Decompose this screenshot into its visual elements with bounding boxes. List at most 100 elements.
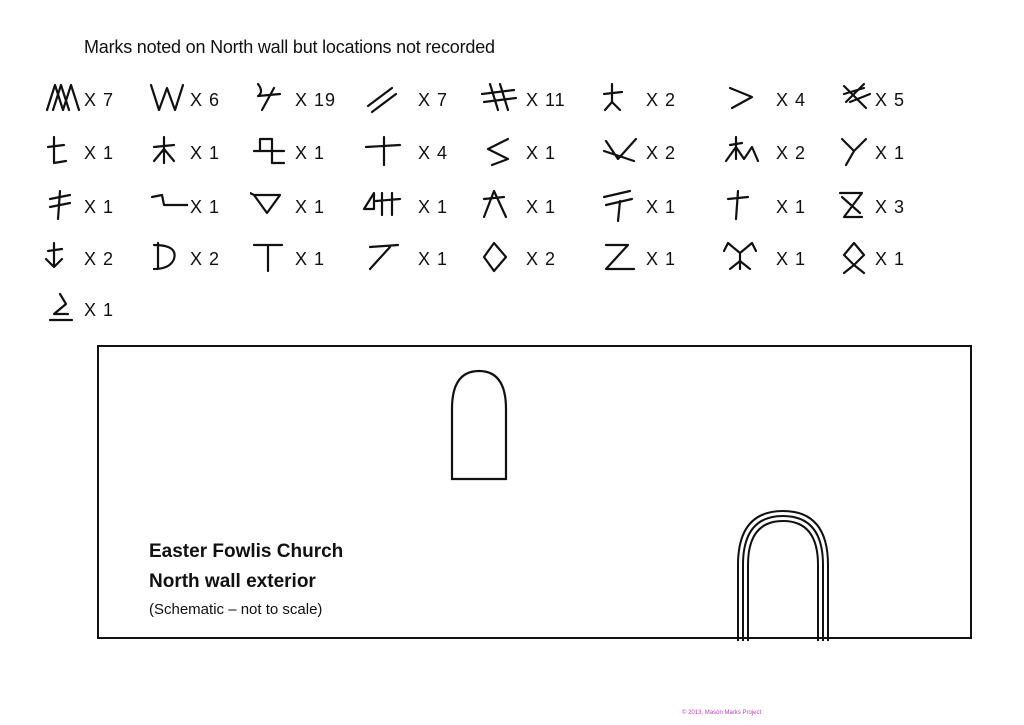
mark-count: X 2 (190, 249, 221, 269)
hash-mark-icon (480, 82, 518, 112)
mark-count: X 1 (875, 143, 906, 163)
mark-entry: X 4 (722, 80, 842, 120)
crossed-v-mark-icon (602, 137, 638, 163)
mark-count: X 1 (875, 249, 906, 269)
mark-count: X 1 (295, 249, 326, 269)
mark-entry: X 1 (44, 133, 164, 173)
mark-count: X 1 (418, 249, 449, 269)
mark-count: X 1 (526, 143, 557, 163)
mark-count: X 5 (875, 90, 906, 110)
mark-entry: X 3 (836, 187, 956, 227)
mark-entry: X 5 (836, 80, 956, 120)
mark-count: X 7 (84, 90, 115, 110)
north-wall-schematic: Easter Fowlis Church North wall exterior… (97, 345, 972, 641)
mark-entry: X 11 (478, 80, 598, 120)
mark-entry: X 2 (600, 80, 720, 120)
mark-count: X 1 (646, 249, 677, 269)
mark-entry: X 7 (44, 80, 164, 120)
mark-count: X 7 (418, 90, 449, 110)
mark-count: X 1 (295, 197, 326, 217)
mark-entry: X 1 (722, 239, 842, 279)
mark-entry: X 1 (600, 239, 720, 279)
mark-count: X 1 (84, 197, 115, 217)
loop-bar-mark-icon (48, 292, 74, 322)
mark-count: X 1 (646, 197, 677, 217)
s-mark-icon (486, 137, 510, 167)
mark-entry: X 19 (250, 80, 370, 120)
cross-figure-mark-icon (602, 82, 624, 112)
mark-count: X 11 (526, 90, 566, 110)
mark-count: X 3 (875, 197, 906, 217)
mark-entry: X 7 (362, 80, 482, 120)
mark-entry: X 4 (362, 133, 482, 173)
mark-count: X 1 (295, 143, 326, 163)
double-slash-mark-icon (366, 86, 398, 114)
slanted-t-mark-icon (368, 243, 400, 271)
mark-entry: X 1 (722, 187, 842, 227)
mark-entry: X 1 (478, 133, 598, 173)
mark-entry: X 1 (250, 239, 370, 279)
hourglass-mark-icon (838, 191, 864, 219)
mark-entry: X 1 (250, 187, 370, 227)
mountain-mark-icon (724, 135, 760, 163)
triangle-mark-icon (250, 191, 282, 215)
mark-count: X 1 (418, 197, 449, 217)
t-mark-icon (252, 243, 284, 273)
mark-entry: X 2 (722, 133, 842, 173)
mark-entry: X 1 (478, 187, 598, 227)
mark-count: X 1 (84, 300, 115, 320)
page-heading: Marks noted on North wall but locations … (84, 37, 495, 57)
hatched-x-mark-icon (842, 82, 872, 110)
mark-count: X 1 (776, 197, 807, 217)
mark-entry: X 1 (44, 187, 164, 227)
window-opening (450, 369, 508, 481)
hooked-slash-mark-icon (256, 82, 282, 112)
wall-label: North wall exterior (149, 571, 316, 592)
small-t-mark-icon (46, 135, 68, 165)
w-mark-icon (149, 83, 185, 112)
mark-count: X 2 (526, 249, 557, 269)
mark-entry: X 1 (148, 133, 268, 173)
cross-mark-icon (364, 135, 402, 167)
mark-entry: X 2 (44, 239, 164, 279)
mark-entry: X 1 (250, 133, 370, 173)
chevron-mark-icon (728, 86, 754, 110)
barred-staff-mark-icon (48, 189, 72, 221)
y-mark-icon (840, 137, 868, 167)
mark-count: X 1 (84, 143, 115, 163)
mark-entry: X 1 (44, 290, 164, 330)
lambda-cross-mark-icon (482, 189, 508, 219)
double-m-mark-icon (45, 83, 81, 112)
mark-count: X 2 (776, 143, 807, 163)
scale-note: (Schematic – not to scale) (149, 601, 323, 618)
mark-count: X 19 (295, 90, 337, 110)
mark-count: X 1 (190, 143, 221, 163)
asterisk-cross-mark-icon (152, 135, 176, 165)
door-arch (737, 509, 829, 641)
copyright-notice: © 2013, Mason Marks Project (682, 710, 762, 716)
triangle-h-mark-icon (362, 191, 402, 217)
dagger-mark-icon (726, 189, 750, 221)
step-mark-icon (150, 193, 188, 207)
mark-count: X 2 (646, 143, 677, 163)
mark-count: X 2 (84, 249, 115, 269)
d-mark-icon (152, 241, 176, 271)
anchor-mark-icon (44, 241, 64, 269)
mark-entry: X 1 (362, 239, 482, 279)
church-name: Easter Fowlis Church (149, 541, 344, 562)
mark-count: X 1 (526, 197, 557, 217)
mark-entry: X 1 (836, 133, 956, 173)
mark-count: X 4 (418, 143, 449, 163)
mark-count: X 4 (776, 90, 807, 110)
mark-entry: X 6 (148, 80, 268, 120)
forked-y-mark-icon (722, 241, 758, 271)
lozenge-mark-icon (482, 241, 508, 273)
mark-entry: X 2 (478, 239, 598, 279)
diagram-caption: Easter Fowlis Church North wall exterior… (149, 537, 343, 623)
barred-t-mark-icon (602, 189, 634, 223)
mark-count: X 6 (190, 90, 221, 110)
mark-entry: X 1 (836, 239, 956, 279)
mark-entry: X 2 (600, 133, 720, 173)
mark-entry: X 1 (148, 187, 268, 227)
mark-entry: X 1 (600, 187, 720, 227)
